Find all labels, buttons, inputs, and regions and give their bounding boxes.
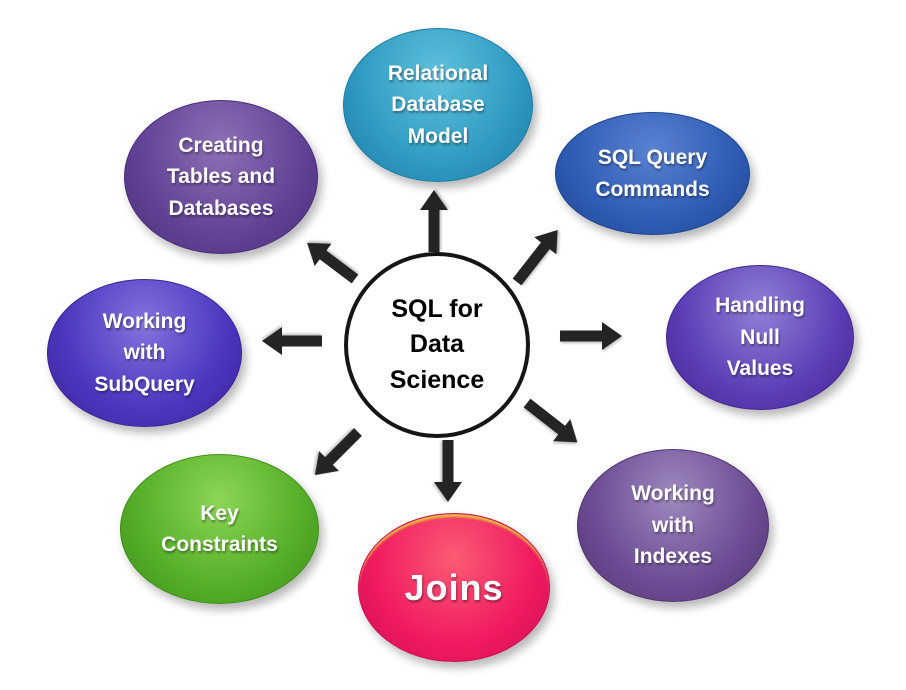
- node-label: SQL Query Commands: [595, 146, 710, 201]
- node-label: Key Constraints: [161, 501, 278, 557]
- arrow-down-right-icon: [523, 398, 578, 443]
- node-joins: Joins: [358, 513, 550, 662]
- arrow-up-left-icon: [307, 242, 359, 284]
- node-creating-tables-and-databases: Creating Tables and Databases: [124, 100, 318, 254]
- node-label: Creating Tables and Databases: [166, 133, 276, 220]
- center-circle-sql-for-data-science: SQL for Data Science: [344, 252, 530, 438]
- node-working-with-subquery: Working with SubQuery: [47, 279, 242, 427]
- node-key-constraints: Key Constraints: [120, 454, 319, 604]
- node-label: Working with Indexes: [631, 482, 715, 569]
- node-label: Working with SubQuery: [94, 309, 195, 396]
- node-label: Joins: [404, 566, 504, 608]
- node-sql-query-commands: SQL Query Commands: [555, 112, 750, 235]
- arrow-down-icon: [434, 440, 462, 502]
- center-label: SQL for Data Science: [389, 294, 485, 394]
- node-label: Relational Database Model: [387, 61, 489, 148]
- arrow-left-icon: [262, 327, 322, 355]
- node-label: Handling Null Values: [715, 294, 805, 381]
- arrow-down-left-icon: [314, 428, 362, 476]
- arrow-up-right-icon: [512, 229, 558, 286]
- node-handling-null-values: Handling Null Values: [666, 265, 854, 410]
- arrow-up-icon: [420, 190, 448, 252]
- arrow-right-icon: [560, 322, 622, 350]
- node-working-with-indexes: Working with Indexes: [577, 449, 769, 602]
- node-relational-database-model: Relational Database Model: [343, 28, 533, 182]
